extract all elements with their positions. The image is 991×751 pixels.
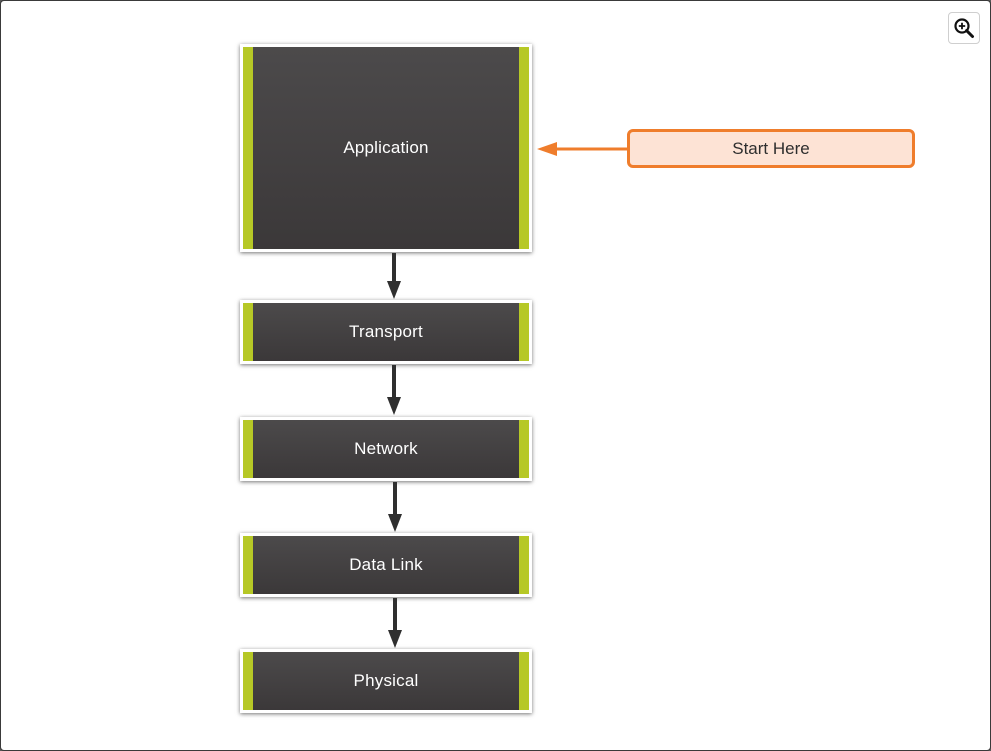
layer-transport[interactable]: Transport: [240, 300, 532, 364]
layer-network-label: Network: [354, 439, 418, 458]
layer-transport-body: Transport: [243, 303, 529, 361]
layer-transport-label: Transport: [349, 322, 423, 341]
start-here-callout: Start Here: [627, 129, 915, 168]
zoom-in-button[interactable]: [948, 12, 980, 44]
arrow-application-to-transport: [387, 253, 401, 299]
arrow-data-link-to-physical: [388, 598, 402, 648]
zoom-in-icon: [954, 18, 974, 38]
layer-physical-body: Physical: [243, 652, 529, 710]
arrow-start-to-application: [537, 142, 627, 156]
arrow-transport-to-network: [387, 365, 401, 415]
layer-physical-label: Physical: [353, 671, 419, 690]
layer-network-body: Network: [243, 420, 529, 478]
start-here-label: Start Here: [732, 138, 810, 158]
layer-application[interactable]: Application: [240, 44, 532, 252]
layer-data-link[interactable]: Data Link: [240, 533, 532, 597]
layer-application-body: Application: [243, 47, 529, 249]
arrow-network-to-data-link: [388, 482, 402, 532]
layer-network[interactable]: Network: [240, 417, 532, 481]
layer-data-link-body: Data Link: [243, 536, 529, 594]
layer-data-link-label: Data Link: [349, 555, 423, 574]
layer-physical[interactable]: Physical: [240, 649, 532, 713]
layer-application-label: Application: [343, 138, 429, 157]
